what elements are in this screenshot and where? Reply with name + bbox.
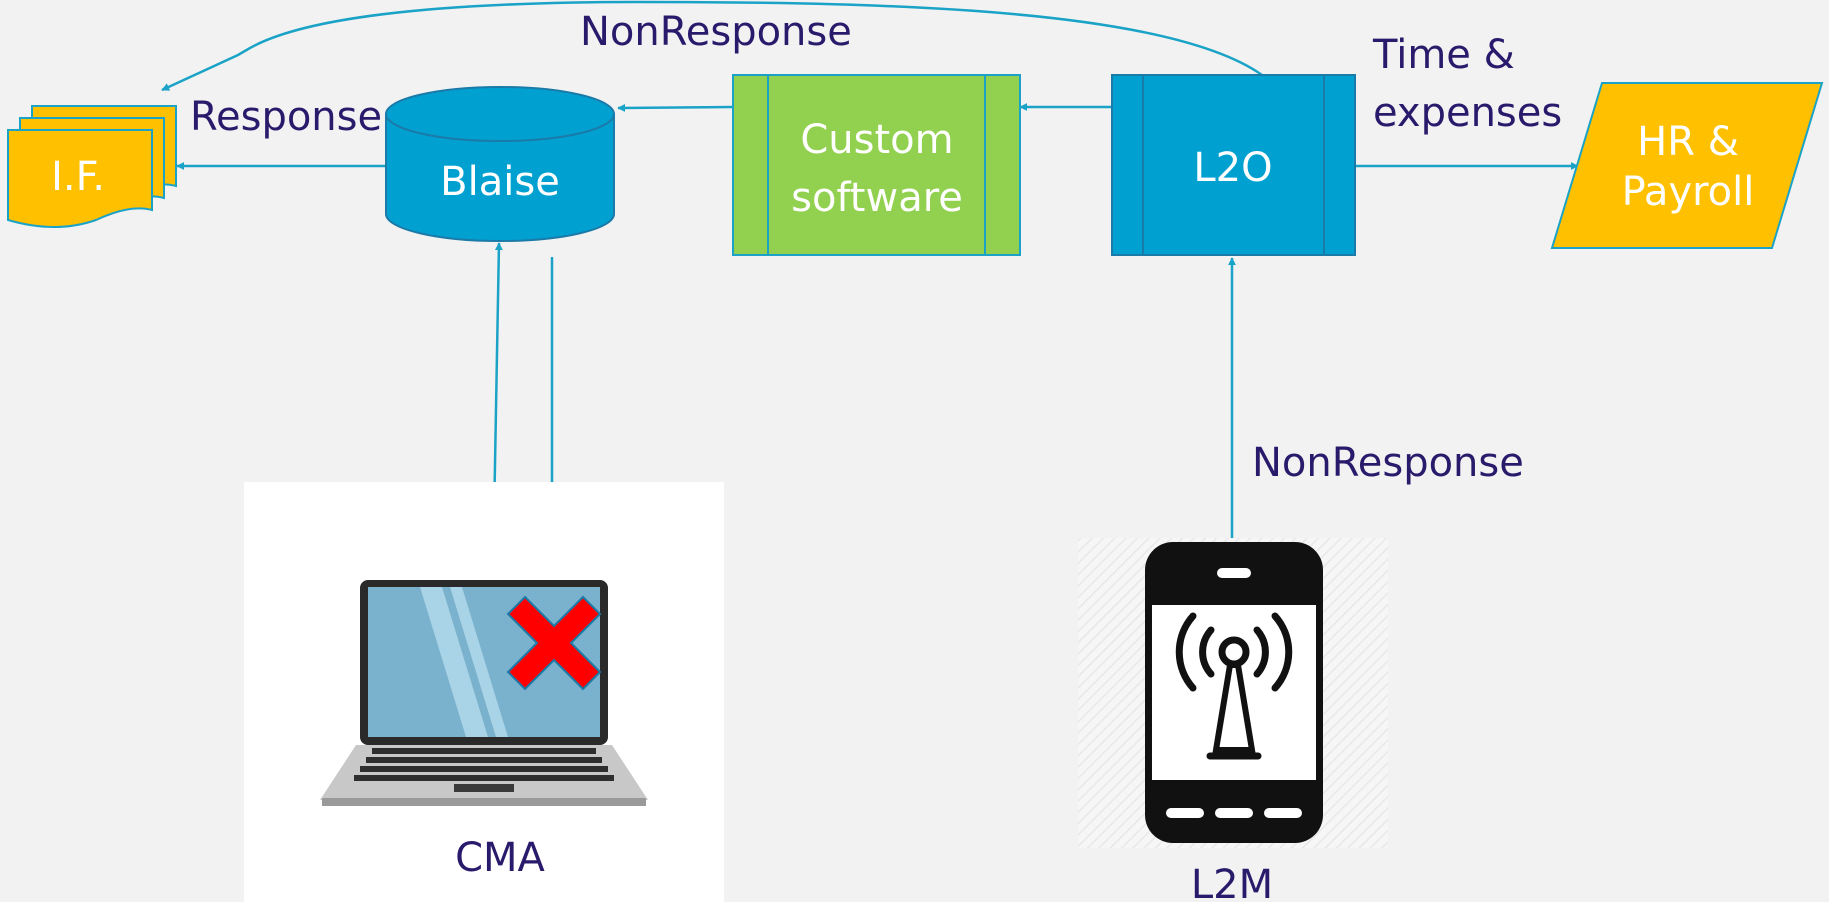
edge-label-l2m-to-l2o: NonResponse xyxy=(1252,440,1524,486)
node-if-documents: I.F. xyxy=(7,105,177,228)
node-label-hr-line1: HR & xyxy=(1637,119,1739,165)
node-label-custom-line1: Custom xyxy=(800,117,953,163)
node-cma: CMA xyxy=(244,482,724,902)
node-custom-software: Custom software xyxy=(732,74,1021,256)
smartphone-antenna-icon xyxy=(1145,542,1323,843)
node-label-hr-line2: Payroll xyxy=(1622,169,1755,215)
edge-label-l2o-to-if: NonResponse xyxy=(580,9,852,55)
node-label-custom-line2: software xyxy=(791,175,963,221)
edge-label-time-expenses-line1: Time & xyxy=(1372,32,1515,78)
edge-label-time-expenses-line2: expenses xyxy=(1373,90,1562,136)
node-label-l2m: L2M xyxy=(1191,862,1273,902)
edge-label-blaise-to-if: Response xyxy=(190,94,382,140)
edge-l2o-to-if xyxy=(161,0,1263,92)
laptop-with-red-x-icon xyxy=(320,580,648,806)
node-label-if: I.F. xyxy=(51,154,105,200)
node-blaise-database: Blaise xyxy=(385,86,615,242)
node-l2o: L2O xyxy=(1111,74,1356,256)
edge-custom-to-blaise xyxy=(617,103,734,112)
node-label-cma: CMA xyxy=(455,835,545,881)
node-label-l2o: L2O xyxy=(1193,145,1272,191)
node-hr-payroll: HR & Payroll xyxy=(1550,82,1824,249)
node-l2m: L2M xyxy=(1078,538,1388,902)
node-label-blaise: Blaise xyxy=(440,159,560,205)
